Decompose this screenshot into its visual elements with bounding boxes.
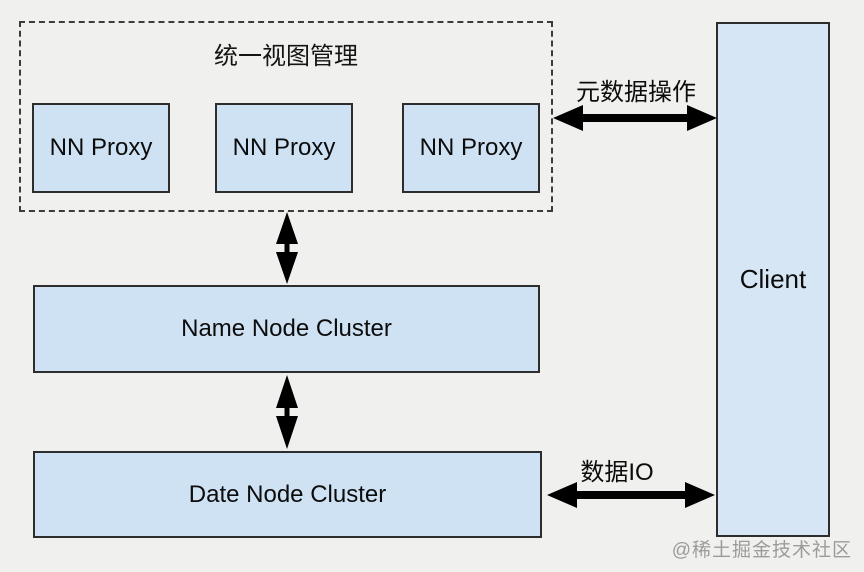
nn-proxy-box-3: NN Proxy	[402, 103, 540, 193]
nn-proxy-box-2: NN Proxy	[215, 103, 353, 193]
client-box: Client	[716, 22, 830, 537]
group-to-namenode-double-arrow-icon	[276, 212, 298, 284]
watermark: @稀土掘金技术社区	[671, 540, 852, 561]
nn-proxy-label: NN Proxy	[49, 134, 153, 161]
date-node-cluster-box: Date Node Cluster	[33, 451, 542, 538]
data-io-double-arrow-icon	[547, 482, 715, 508]
client-label: Client	[739, 264, 807, 294]
namenode-to-datanode-double-arrow-icon	[276, 375, 298, 449]
unified-view-group	[19, 21, 553, 212]
data-io-label: 数据IO	[580, 459, 654, 486]
metadata-double-arrow-icon	[553, 105, 717, 131]
name-node-cluster-box: Name Node Cluster	[33, 285, 540, 373]
nn-proxy-box-1: NN Proxy	[32, 103, 170, 193]
nn-proxy-label: NN Proxy	[232, 134, 336, 161]
unified-view-group-title: 统一视图管理	[214, 43, 358, 70]
nn-proxy-label: NN Proxy	[419, 134, 523, 161]
date-node-cluster-label: Date Node Cluster	[188, 480, 387, 508]
name-node-cluster-label: Name Node Cluster	[181, 315, 392, 342]
metadata-ops-label: 元数据操作	[576, 79, 696, 106]
